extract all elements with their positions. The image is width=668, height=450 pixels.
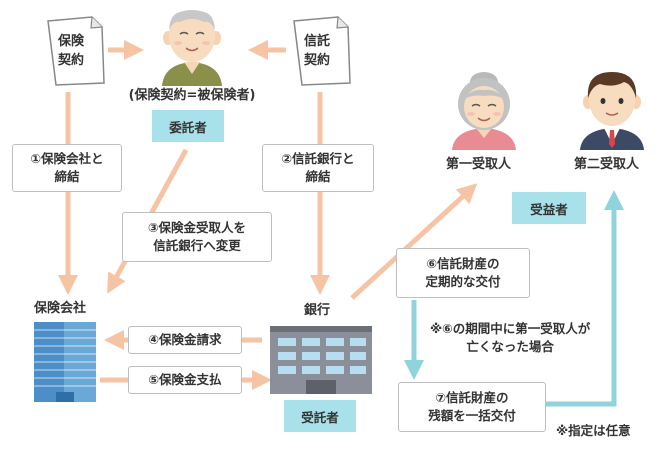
elderly-man-icon bbox=[162, 10, 222, 86]
arrow-lump-sum bbox=[546, 190, 624, 407]
step-1-box: ①保険会社と 締結 bbox=[12, 144, 122, 192]
document-icon bbox=[293, 16, 351, 86]
step-6-box: ⑥信託財産の 定期的な交付 bbox=[396, 248, 530, 298]
step-6-line-2: 定期的な交付 bbox=[425, 274, 501, 289]
step-5-box: ⑤保険金支払 bbox=[128, 366, 242, 394]
office-building-icon bbox=[34, 322, 96, 402]
arrow-periodic-delivery bbox=[350, 183, 478, 300]
step-2-line-1: ②信託銀行と bbox=[281, 151, 355, 166]
trust-contract-document: 信託 契約 bbox=[290, 15, 352, 87]
insurance-company-label: 保険会社 bbox=[34, 301, 87, 316]
document-icon bbox=[47, 16, 105, 86]
step-1-line-2: 締結 bbox=[54, 169, 80, 184]
step-3-line-1: ③保険金受取人を bbox=[147, 220, 247, 235]
man-icon bbox=[580, 72, 644, 150]
step-2-line-2: 締結 bbox=[305, 169, 331, 184]
step-7-box: ⑦信託財産の 残額を一括交付 bbox=[398, 382, 546, 432]
death-condition-line-1: ※⑥の期間中に第一受取人が bbox=[430, 321, 591, 336]
step-2-box: ②信託銀行と 締結 bbox=[262, 144, 374, 192]
step-1-line-1: ①保険会社と bbox=[30, 151, 104, 166]
step-7-line-1: ⑦信託財産の bbox=[435, 390, 509, 405]
insurance-doc-line-1: 保険 bbox=[58, 34, 85, 49]
optional-note: ※指定は任意 bbox=[556, 423, 631, 438]
bank-label: 銀行 bbox=[304, 303, 331, 318]
step-3-line-2: 信託銀行へ変更 bbox=[153, 238, 241, 253]
death-condition-note: ※⑥の期間中に第一受取人が 亡くなった場合 bbox=[430, 320, 590, 356]
elderly-woman-icon bbox=[452, 72, 516, 150]
step-6-line-1: ⑥信託財産の bbox=[426, 256, 500, 271]
beneficiary-role-badge: 受益者 bbox=[512, 192, 586, 224]
second-beneficiary-label: 第二受取人 bbox=[574, 157, 640, 172]
step-3-box: ③保険金受取人を 信託銀行へ変更 bbox=[122, 212, 272, 262]
trust-doc-line-1: 信託 bbox=[304, 34, 331, 49]
step-7-line-2: 残額を一括交付 bbox=[428, 408, 516, 423]
first-beneficiary-label: 第一受取人 bbox=[446, 157, 512, 172]
trust-doc-line-2: 契約 bbox=[304, 53, 331, 68]
insurance-doc-line-2: 契約 bbox=[58, 53, 85, 68]
settlor-note: (保険契約=被保険者) bbox=[128, 88, 256, 103]
settlor-role-badge: 委託者 bbox=[152, 110, 224, 142]
insurance-contract-document: 保険 契約 bbox=[44, 15, 106, 87]
bank-building-icon bbox=[270, 326, 372, 394]
trustee-role-badge: 受託者 bbox=[284, 400, 356, 432]
step-4-box: ④保険金請求 bbox=[128, 326, 242, 354]
death-condition-line-2: 亡くなった場合 bbox=[466, 339, 554, 354]
